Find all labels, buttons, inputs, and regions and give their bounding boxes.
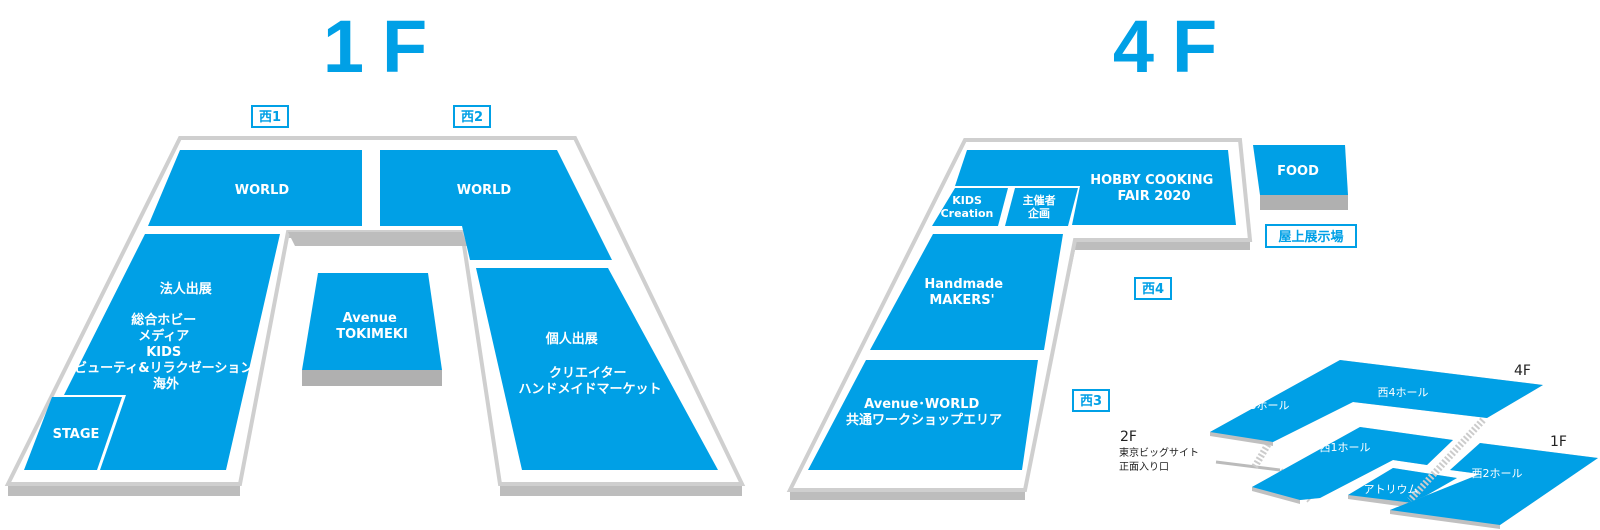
level-label-1f: 1F bbox=[1550, 434, 1567, 450]
area-avenue-tokimeki[interactable] bbox=[302, 273, 442, 370]
area-stage[interactable] bbox=[24, 397, 122, 470]
hall-tag-label: 屋上展示場 bbox=[1278, 229, 1343, 245]
hall-tag-west2 bbox=[453, 105, 491, 128]
hall-tag-label: 西1 bbox=[259, 110, 281, 125]
area-label-avenue: Avenue TOKIMEKI bbox=[336, 311, 408, 342]
area-label: FOOD bbox=[1277, 164, 1319, 179]
area-label-hobby: HOBBY COOKING FAIR 2020 bbox=[1090, 173, 1218, 204]
entrance-label: 東京ビッグサイト 正面入り口 bbox=[1119, 446, 1202, 473]
floor-1f-map: WORLD WORLD 法人出展 総合ホビー メディア KIDS ビューティ&リ… bbox=[4, 105, 746, 496]
area-label-handmade: Handmade MAKERS' bbox=[924, 277, 1007, 308]
minimap-label: 西1ホール bbox=[1320, 441, 1371, 454]
hall-tag-label: 西2 bbox=[461, 110, 483, 125]
hall-tag-west3 bbox=[1072, 389, 1110, 412]
hall-tag-label: 西3 bbox=[1080, 394, 1102, 409]
minimap-west2-hall bbox=[1390, 443, 1598, 525]
floor-title-1f: 1F bbox=[323, 5, 445, 88]
minimap-west3-4-hall bbox=[1210, 360, 1543, 442]
hall-tag-west4 bbox=[1134, 277, 1172, 300]
area-handmade-makers[interactable] bbox=[870, 234, 1063, 350]
area-label: WORLD bbox=[457, 183, 512, 198]
floor-title-4f: 4F bbox=[1113, 5, 1235, 88]
area-organizer[interactable] bbox=[1005, 188, 1078, 226]
minimap-west1-hall bbox=[1252, 427, 1453, 500]
area-world-right[interactable] bbox=[380, 150, 612, 260]
minimap-label: 西4ホール bbox=[1378, 386, 1429, 399]
area-individual[interactable] bbox=[476, 268, 718, 470]
area-kids-creation[interactable] bbox=[932, 188, 1008, 226]
area-label-avenue-world: Avenue･WORLD 共通ワークショップエリア bbox=[846, 397, 1002, 428]
hall-tag-rooftop bbox=[1265, 224, 1357, 248]
venue-minimap: 西3ホール 西4ホール 西1ホール アトリウム 西2ホール 4F 1F 2F 東… bbox=[1119, 360, 1598, 529]
level-label-2f: 2F bbox=[1120, 429, 1137, 445]
floor-4f-map: HOBBY COOKING FAIR 2020 KIDS Creation 主催… bbox=[786, 138, 1357, 500]
minimap-label: アトリウム bbox=[1364, 483, 1419, 496]
area-avenue-world[interactable] bbox=[808, 360, 1038, 470]
area-food[interactable] bbox=[1253, 145, 1348, 195]
area-label: STAGE bbox=[53, 427, 100, 442]
minimap-label: 西2ホール bbox=[1472, 467, 1523, 480]
hall-tag-west1 bbox=[251, 105, 289, 128]
area-label-corporate: 法人出展 総合ホビー メディア KIDS ビューティ&リラクゼーション 海外 bbox=[74, 281, 258, 392]
level-label-4f: 4F bbox=[1514, 363, 1531, 379]
hall-tag-label: 西4 bbox=[1142, 282, 1164, 297]
area-label-organizer: 主催者 企画 bbox=[1023, 193, 1060, 220]
area-world-left[interactable] bbox=[148, 150, 362, 226]
area-corporate[interactable] bbox=[64, 234, 280, 470]
area-label-kids: KIDS Creation bbox=[941, 194, 994, 220]
area-label: WORLD bbox=[235, 183, 290, 198]
area-hobby-cooking-fair[interactable] bbox=[955, 150, 1236, 225]
minimap-label: 西3ホール bbox=[1239, 399, 1290, 412]
area-label-individual: 個人出展 クリエイター ハンドメイドマーケット bbox=[518, 331, 661, 397]
